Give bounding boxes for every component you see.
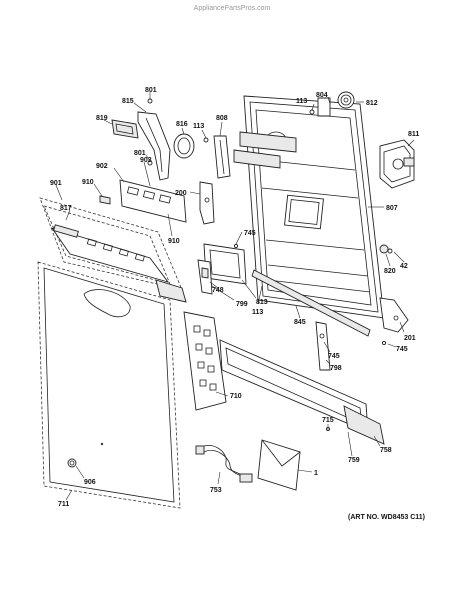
part-1-literature — [257, 439, 301, 491]
label-715: 715 — [322, 417, 334, 424]
label-801-top: 801 — [145, 87, 157, 94]
label-753: 753 — [210, 487, 222, 494]
label-817: 817 — [60, 205, 72, 212]
label-711: 711 — [58, 501, 69, 508]
part-753-wire-harness — [195, 445, 253, 483]
label-815: 815 — [122, 98, 134, 105]
label-812: 812 — [366, 100, 378, 107]
label-804: 804 — [316, 92, 328, 99]
label-200: 200 — [175, 190, 187, 197]
label-801-mid: 801 — [134, 150, 146, 157]
label-748: 748 — [212, 287, 224, 294]
label-903: 903 — [140, 157, 152, 164]
leader-lines — [55, 92, 415, 501]
label-845: 845 — [294, 319, 306, 326]
label-745-right: 745 — [396, 346, 408, 353]
part-815-bracket — [137, 111, 171, 181]
part-labels: 801 815 819 816 113 808 113 804 812 811 … — [50, 87, 419, 508]
part-812-vent — [317, 91, 355, 117]
label-901: 901 — [50, 180, 62, 187]
part-201-hinge — [379, 297, 409, 333]
label-820: 820 — [384, 268, 396, 275]
label-811: 811 — [408, 131, 419, 138]
part-798-bracket — [315, 321, 331, 371]
part-820-rinse-cap — [379, 244, 389, 254]
label-798: 798 — [330, 365, 342, 372]
label-710: 710 — [230, 393, 242, 400]
label-745-mid: 745 — [328, 353, 340, 360]
part-710-insulation — [183, 311, 227, 411]
label-819: 819 — [96, 115, 108, 122]
label-113-lower: 113 — [252, 309, 263, 316]
label-813: 813 — [256, 299, 268, 306]
label-902: 902 — [96, 163, 108, 170]
part-200-bracket — [199, 181, 215, 225]
label-799: 799 — [236, 301, 248, 308]
label-113-left: 113 — [193, 123, 204, 130]
label-910-left: 910 — [82, 179, 94, 186]
label-759: 759 — [348, 457, 360, 464]
label-745-upper: 745 — [244, 230, 256, 237]
part-811-dispenser — [379, 139, 415, 189]
label-906: 906 — [84, 479, 96, 486]
control-board — [99, 179, 187, 223]
watermark: AppliancePartsPros.com — [194, 5, 271, 12]
outer-door-outline — [37, 261, 181, 509]
inner-door-panel — [233, 95, 385, 319]
label-42: 42 — [400, 263, 408, 270]
label-807: 807 — [386, 205, 398, 212]
control-console-outline — [39, 197, 187, 303]
label-1: 1 — [314, 470, 318, 477]
part-816-ring — [173, 133, 195, 159]
part-748-latch — [197, 259, 213, 295]
label-808: 808 — [216, 115, 228, 122]
part-819-latch — [111, 119, 139, 139]
door-gasket-strip — [251, 269, 371, 337]
part-759-trim — [219, 339, 385, 445]
art-number: (ART NO. WD8453 C11) — [348, 514, 425, 521]
label-910-right: 910 — [168, 238, 180, 245]
label-201: 201 — [404, 335, 416, 342]
label-758: 758 — [380, 447, 392, 454]
label-113-top: 113 — [296, 98, 307, 105]
part-808-arm — [213, 135, 231, 179]
label-816: 816 — [176, 121, 188, 128]
